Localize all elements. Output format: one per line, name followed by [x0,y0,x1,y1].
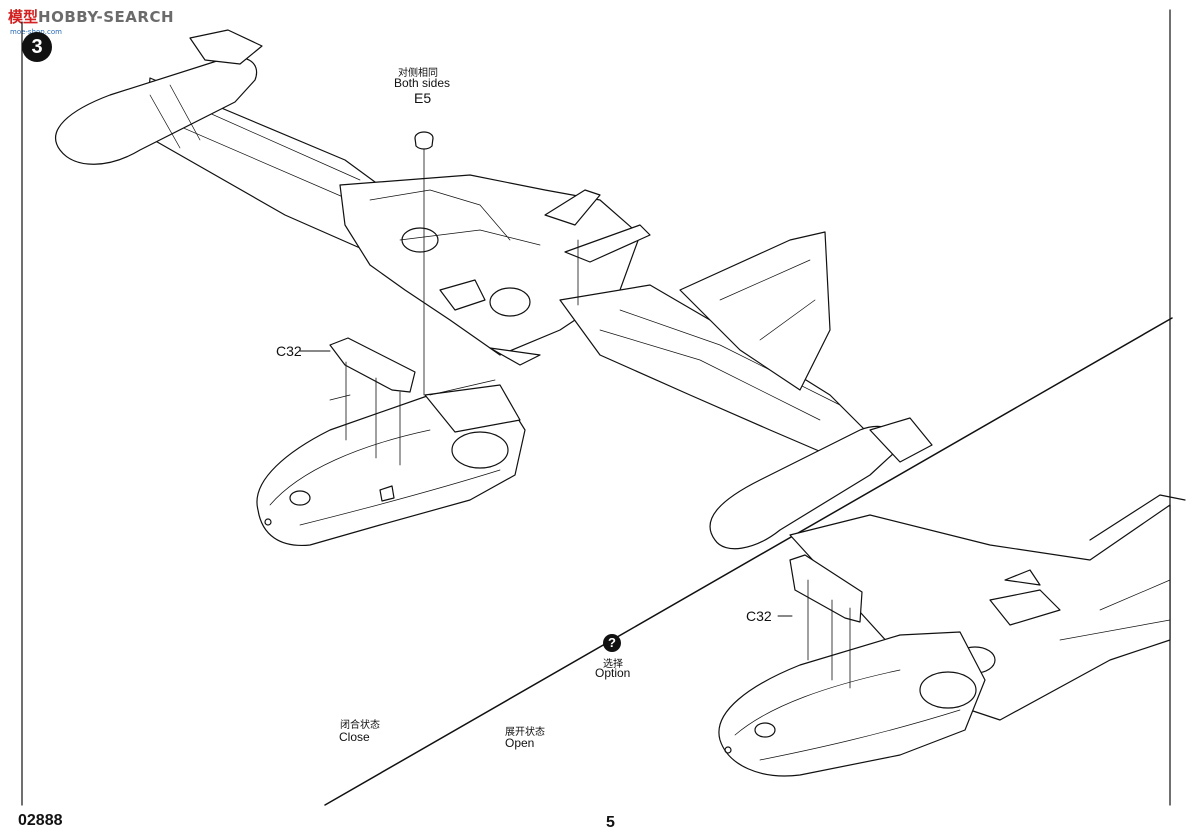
model-code: 02888 [18,812,63,829]
option-c32-part-label: C32 [746,608,772,624]
main-aircraft [55,29,933,550]
watermark-text: HOBBY-SEARCH [38,8,175,26]
option-aircraft [718,494,1186,777]
option-nose-section [718,631,986,777]
step-number-badge: 3 [22,32,52,62]
c32-part-label: C32 [276,343,302,359]
option-chinese-label: 选择 [603,659,623,670]
option-question-icon: ? [603,634,621,652]
option-english-label: Option [595,666,631,680]
close-state-chinese: 闭合状态 [340,720,380,731]
open-state-chinese: 展开状态 [505,727,545,738]
page-number: 5 [606,814,615,831]
watermark-chinese: 模型 [8,8,39,26]
c32-canopy-part [329,337,416,393]
option-divider-line [324,317,1173,806]
watermark-logo: 模型HOBBY-SEARCH [8,6,174,27]
option-c32-canopy-part [789,554,863,623]
e5-callout-english: Both sides [394,76,451,90]
open-state-english: Open [505,736,535,750]
close-state-english: Close [339,730,370,744]
tail-fin [679,231,831,391]
left-wing-float [55,56,258,165]
e5-callout-chinese: 对侧相同 [398,68,438,79]
e5-part-label: E5 [414,90,432,106]
